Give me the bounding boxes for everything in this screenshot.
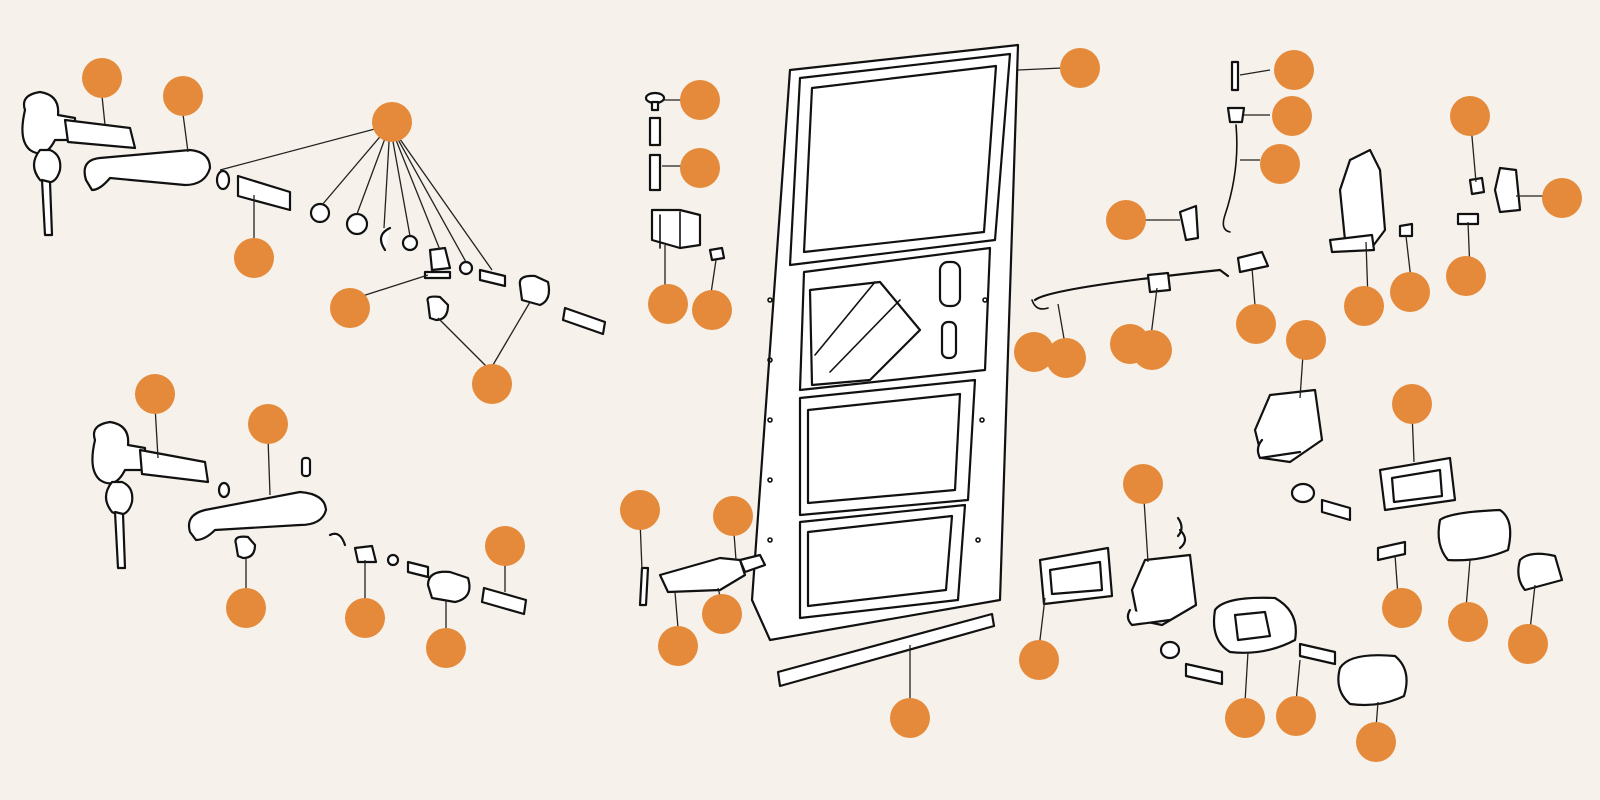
part-hotspot-9[interactable] bbox=[226, 588, 266, 628]
part-hotspot-39[interactable] bbox=[1508, 624, 1548, 664]
part-hotspot-18[interactable] bbox=[620, 490, 660, 530]
rear-door-panel bbox=[750, 43, 1020, 642]
part-hotspot-21[interactable] bbox=[702, 594, 742, 634]
part-hotspot-45[interactable] bbox=[1014, 332, 1054, 372]
hotspot-markers bbox=[82, 48, 1582, 762]
part-hotspot-16[interactable] bbox=[692, 290, 732, 330]
part-hotspot-27[interactable] bbox=[1046, 338, 1086, 378]
lower-hinge-group bbox=[638, 553, 767, 607]
part-hotspot-20[interactable] bbox=[658, 626, 698, 666]
part-hotspot-30[interactable] bbox=[1344, 286, 1384, 326]
part-hotspot-36[interactable] bbox=[1392, 384, 1432, 424]
latch-rod-group bbox=[1031, 60, 1522, 310]
part-hotspot-44[interactable] bbox=[1356, 722, 1396, 762]
part-hotspot-2[interactable] bbox=[163, 76, 203, 116]
part-hotspot-4[interactable] bbox=[234, 238, 274, 278]
part-hotspot-43[interactable] bbox=[1276, 696, 1316, 736]
part-hotspot-5[interactable] bbox=[330, 288, 370, 328]
part-hotspot-15[interactable] bbox=[648, 284, 688, 324]
part-hotspot-14[interactable] bbox=[680, 148, 720, 188]
part-hotspot-46[interactable] bbox=[1110, 324, 1150, 364]
outside-handle-set-upper bbox=[21, 90, 607, 336]
part-hotspot-40[interactable] bbox=[1123, 464, 1163, 504]
part-hotspot-37[interactable] bbox=[1382, 588, 1422, 628]
part-hotspot-33[interactable] bbox=[1542, 178, 1582, 218]
part-hotspot-10[interactable] bbox=[345, 598, 385, 638]
part-hotspot-38[interactable] bbox=[1448, 602, 1488, 642]
part-hotspot-32[interactable] bbox=[1450, 96, 1490, 136]
part-hotspot-7[interactable] bbox=[135, 374, 175, 414]
part-hotspot-13[interactable] bbox=[680, 80, 720, 120]
part-hotspot-11[interactable] bbox=[426, 628, 466, 668]
part-hotspot-6[interactable] bbox=[472, 364, 512, 404]
part-hotspot-22[interactable] bbox=[890, 698, 930, 738]
part-hotspot-19[interactable] bbox=[713, 496, 753, 536]
part-hotspot-17[interactable] bbox=[1060, 48, 1100, 88]
inner-handle-group-lower bbox=[1038, 516, 1408, 707]
part-hotspot-29[interactable] bbox=[1236, 304, 1276, 344]
part-hotspot-24[interactable] bbox=[1272, 96, 1312, 136]
inner-handle-group-upper bbox=[1253, 388, 1564, 592]
part-hotspot-23[interactable] bbox=[1274, 50, 1314, 90]
door-bottom-seal bbox=[776, 612, 996, 688]
outside-handle-set-lower bbox=[91, 420, 528, 616]
part-hotspot-3[interactable] bbox=[372, 102, 412, 142]
part-hotspot-26[interactable] bbox=[1106, 200, 1146, 240]
part-hotspot-41[interactable] bbox=[1019, 640, 1059, 680]
leader-lines bbox=[101, 67, 1562, 729]
parts-drawing bbox=[21, 43, 1564, 707]
part-hotspot-31[interactable] bbox=[1390, 272, 1430, 312]
part-hotspot-1[interactable] bbox=[82, 58, 122, 98]
part-hotspot-35[interactable] bbox=[1286, 320, 1326, 360]
part-hotspot-42[interactable] bbox=[1225, 698, 1265, 738]
part-hotspot-8[interactable] bbox=[248, 404, 288, 444]
upper-hinge-group bbox=[644, 91, 726, 262]
part-hotspot-34[interactable] bbox=[1446, 256, 1486, 296]
part-hotspot-25[interactable] bbox=[1260, 144, 1300, 184]
part-hotspot-12[interactable] bbox=[485, 526, 525, 566]
